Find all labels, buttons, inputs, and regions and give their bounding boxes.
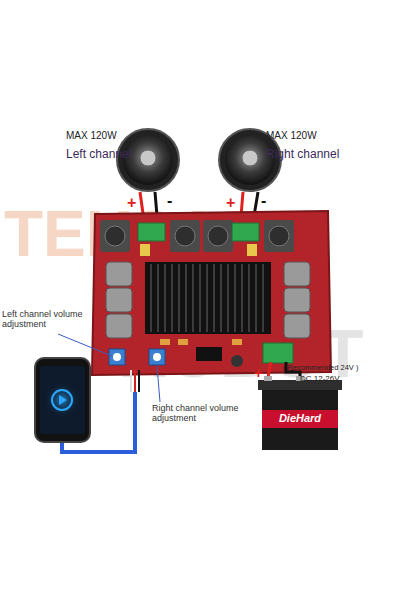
channel-name: Left channel	[66, 148, 148, 162]
resistor	[232, 339, 242, 345]
input-wire	[138, 370, 140, 392]
polarity-mark: +	[226, 194, 235, 212]
volume-pot-knob	[153, 353, 161, 361]
volume-pot-knob	[113, 353, 121, 361]
capacitor-small	[140, 244, 150, 256]
leader-line	[58, 334, 112, 356]
capacitor	[284, 314, 310, 338]
inductor-coil	[208, 226, 228, 246]
brand-name: DieHard	[262, 412, 338, 425]
heatsink-fins	[151, 264, 263, 332]
play-ring	[52, 390, 72, 410]
speaker-dome	[140, 150, 156, 166]
inductor-coil	[175, 226, 195, 246]
chip	[196, 347, 222, 361]
amplifier-board	[92, 211, 331, 375]
resistor	[160, 339, 170, 345]
screen-glow	[44, 382, 80, 418]
component	[231, 355, 243, 367]
battery-brand: DieHard	[262, 412, 338, 425]
capacitor	[284, 262, 310, 286]
heatsink	[145, 262, 271, 334]
inductor	[170, 220, 200, 252]
capacitor-small	[247, 244, 257, 256]
capacitor	[106, 262, 132, 286]
power-rating: MAX 120W	[266, 130, 376, 142]
speaker-dome	[242, 150, 258, 166]
inductor	[264, 220, 294, 252]
phone-screen	[40, 366, 85, 434]
polarity-mark: -	[167, 192, 172, 210]
input-wire	[134, 370, 136, 392]
play-icon	[59, 395, 67, 405]
speaker-caption: MAX 120W Right channel	[266, 130, 376, 161]
battery-post	[264, 376, 272, 381]
battery-body	[262, 386, 338, 450]
power-terminal	[263, 343, 293, 363]
spec-note: DC 12-26V	[300, 374, 340, 383]
battery-label-band	[262, 410, 338, 428]
polarity-mark: +	[254, 364, 263, 381]
callout-text: Left channel volume adjustment	[2, 309, 102, 330]
callout-text: Right channel volume adjustment	[152, 403, 264, 424]
inductor-coil	[269, 226, 289, 246]
inductor	[100, 220, 130, 252]
capacitor	[106, 314, 132, 338]
speaker-caption: MAX 120W Left channel	[66, 130, 148, 161]
volume-pot	[149, 349, 165, 365]
input-wire	[130, 370, 132, 392]
channel-name: Right channel	[266, 148, 376, 162]
inductor	[203, 220, 233, 252]
power-rating: MAX 120W	[66, 130, 148, 142]
resistor	[178, 339, 188, 345]
speaker-terminal	[232, 223, 259, 241]
phone	[35, 358, 90, 442]
polarity-mark: -	[261, 192, 266, 210]
polarity-mark: +	[127, 194, 136, 212]
capacitor	[106, 288, 132, 312]
capacitor	[284, 288, 310, 312]
speaker-terminal	[138, 223, 165, 241]
spec-note: ( Recommended 24V )	[283, 364, 358, 373]
inductor-coil	[105, 226, 125, 246]
polarity-mark: -	[289, 361, 294, 378]
volume-pot	[109, 349, 125, 365]
